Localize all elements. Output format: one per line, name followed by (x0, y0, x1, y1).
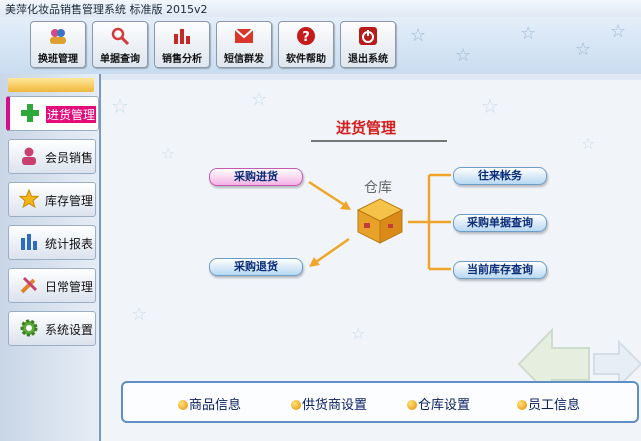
purchase-in-button[interactable]: 采购进货 (209, 168, 303, 186)
page-title: 进货管理 (336, 119, 397, 137)
toolbar-label: 退出系统 (348, 54, 388, 65)
toolbar-label: 换班管理 (38, 54, 78, 65)
link-label: 商品信息 (189, 398, 242, 413)
nav-item-daily-management[interactable]: 日常管理 (8, 268, 96, 303)
help-icon: ? (297, 27, 315, 45)
employee-info-link[interactable]: 员工信息 (517, 394, 580, 413)
toolbar: 换班管理 单据查询 销售分析 短信群发 ? 软件帮助 (0, 17, 641, 75)
bar-chart-icon (174, 29, 190, 44)
main-panel: ☆ ☆ ☆ ☆ ☆ ☆ ☆ 进货管理 采购进货 采购退货 仓库 往来帐务 采购单… (101, 74, 641, 441)
star-decoration: ☆ (351, 324, 366, 343)
title-underline (311, 140, 447, 142)
quick-links-panel: 商品信息 供货商设置 仓库设置 员工信息 (121, 381, 639, 423)
magnifier-icon (111, 27, 130, 46)
sms-broadcast-button[interactable]: 短信群发 (216, 21, 272, 68)
star-decoration: ☆ (520, 23, 537, 44)
toolbar-label: 短信群发 (224, 54, 264, 65)
link-label: 供货商设置 (302, 398, 368, 413)
product-info-link[interactable]: 商品信息 (178, 394, 241, 413)
star-decoration: ☆ (455, 45, 472, 66)
nav-item-label: 日常管理 (45, 280, 94, 294)
report-icon (21, 234, 37, 250)
warehouse-settings-link[interactable]: 仓库设置 (407, 394, 470, 413)
nav-item-label: 统计报表 (45, 237, 94, 251)
star-decoration: ☆ (161, 144, 176, 163)
toolbar-label: 销售分析 (162, 54, 202, 65)
supplier-settings-link[interactable]: 供货商设置 (291, 394, 367, 413)
nav-item-label: 库存管理 (45, 194, 94, 208)
nav-item-inventory-management[interactable]: 库存管理 (8, 182, 96, 217)
bullet-icon (517, 400, 527, 410)
link-label: 仓库设置 (418, 398, 471, 413)
window-title: 美萍化妆品销售管理系统 标准版 2015v2 (5, 3, 208, 16)
arrow-purchase-return (312, 237, 350, 266)
nav-item-label: 进货管理 (46, 106, 97, 123)
power-icon (359, 27, 377, 45)
star-decoration: ☆ (251, 89, 268, 110)
plus-icon (21, 104, 39, 122)
member-icon (22, 147, 36, 165)
purchase-return-button[interactable]: 采购退货 (209, 258, 303, 276)
nav-item-label: 系统设置 (45, 323, 94, 337)
nav-item-statistics-report[interactable]: 统计报表 (8, 225, 96, 260)
toolbar-label: 软件帮助 (286, 54, 326, 65)
title-bar: 美萍化妆品销售管理系统 标准版 2015v2 (0, 0, 641, 18)
star-decoration: ☆ (610, 21, 627, 42)
nav-item-member-sales[interactable]: 会员销售 (8, 139, 96, 174)
flow-diagram (308, 173, 451, 271)
warehouse-box-icon[interactable] (355, 196, 405, 246)
star-icon (19, 189, 39, 209)
tools-icon (20, 276, 38, 294)
nav-top-band (8, 78, 94, 92)
link-label: 员工信息 (528, 398, 581, 413)
arrow-head (309, 257, 320, 267)
accounts-button[interactable]: 往来帐务 (453, 167, 547, 185)
star-decoration: ☆ (575, 39, 592, 60)
envelope-icon (234, 28, 254, 43)
shift-management-button[interactable]: 换班管理 (30, 21, 86, 68)
left-navigation: 进货管理 会员销售 库存管理 统计报表 日常管理 系统设置 (0, 74, 101, 441)
sales-analysis-button[interactable]: 销售分析 (154, 21, 210, 68)
users-icon (50, 29, 66, 44)
star-decoration: ☆ (131, 304, 148, 325)
bullet-icon (407, 400, 417, 410)
arrow-head (340, 201, 351, 210)
star-decoration: ☆ (581, 134, 596, 153)
document-query-button[interactable]: 单据查询 (92, 21, 148, 68)
bullet-icon (291, 400, 301, 410)
arrow-purchase-in (308, 180, 347, 208)
gear-icon (20, 319, 38, 337)
purchase-document-query-button[interactable]: 采购单据查询 (453, 214, 547, 232)
nav-item-label: 会员销售 (45, 151, 94, 165)
star-decoration: ☆ (481, 94, 499, 118)
svg-text:?: ? (302, 30, 310, 45)
nav-item-system-settings[interactable]: 系统设置 (8, 311, 96, 346)
warehouse-label: 仓库 (364, 180, 392, 196)
nav-item-purchase-management[interactable]: 进货管理 (6, 96, 99, 131)
current-stock-query-button[interactable]: 当前库存查询 (453, 261, 547, 279)
bullet-icon (178, 400, 188, 410)
star-decoration: ☆ (410, 25, 427, 46)
toolbar-label: 单据查询 (100, 54, 140, 65)
exit-system-button[interactable]: 退出系统 (340, 21, 396, 68)
software-help-button[interactable]: ? 软件帮助 (278, 21, 334, 68)
main-top-stripe (101, 74, 641, 80)
star-decoration: ☆ (111, 94, 129, 118)
